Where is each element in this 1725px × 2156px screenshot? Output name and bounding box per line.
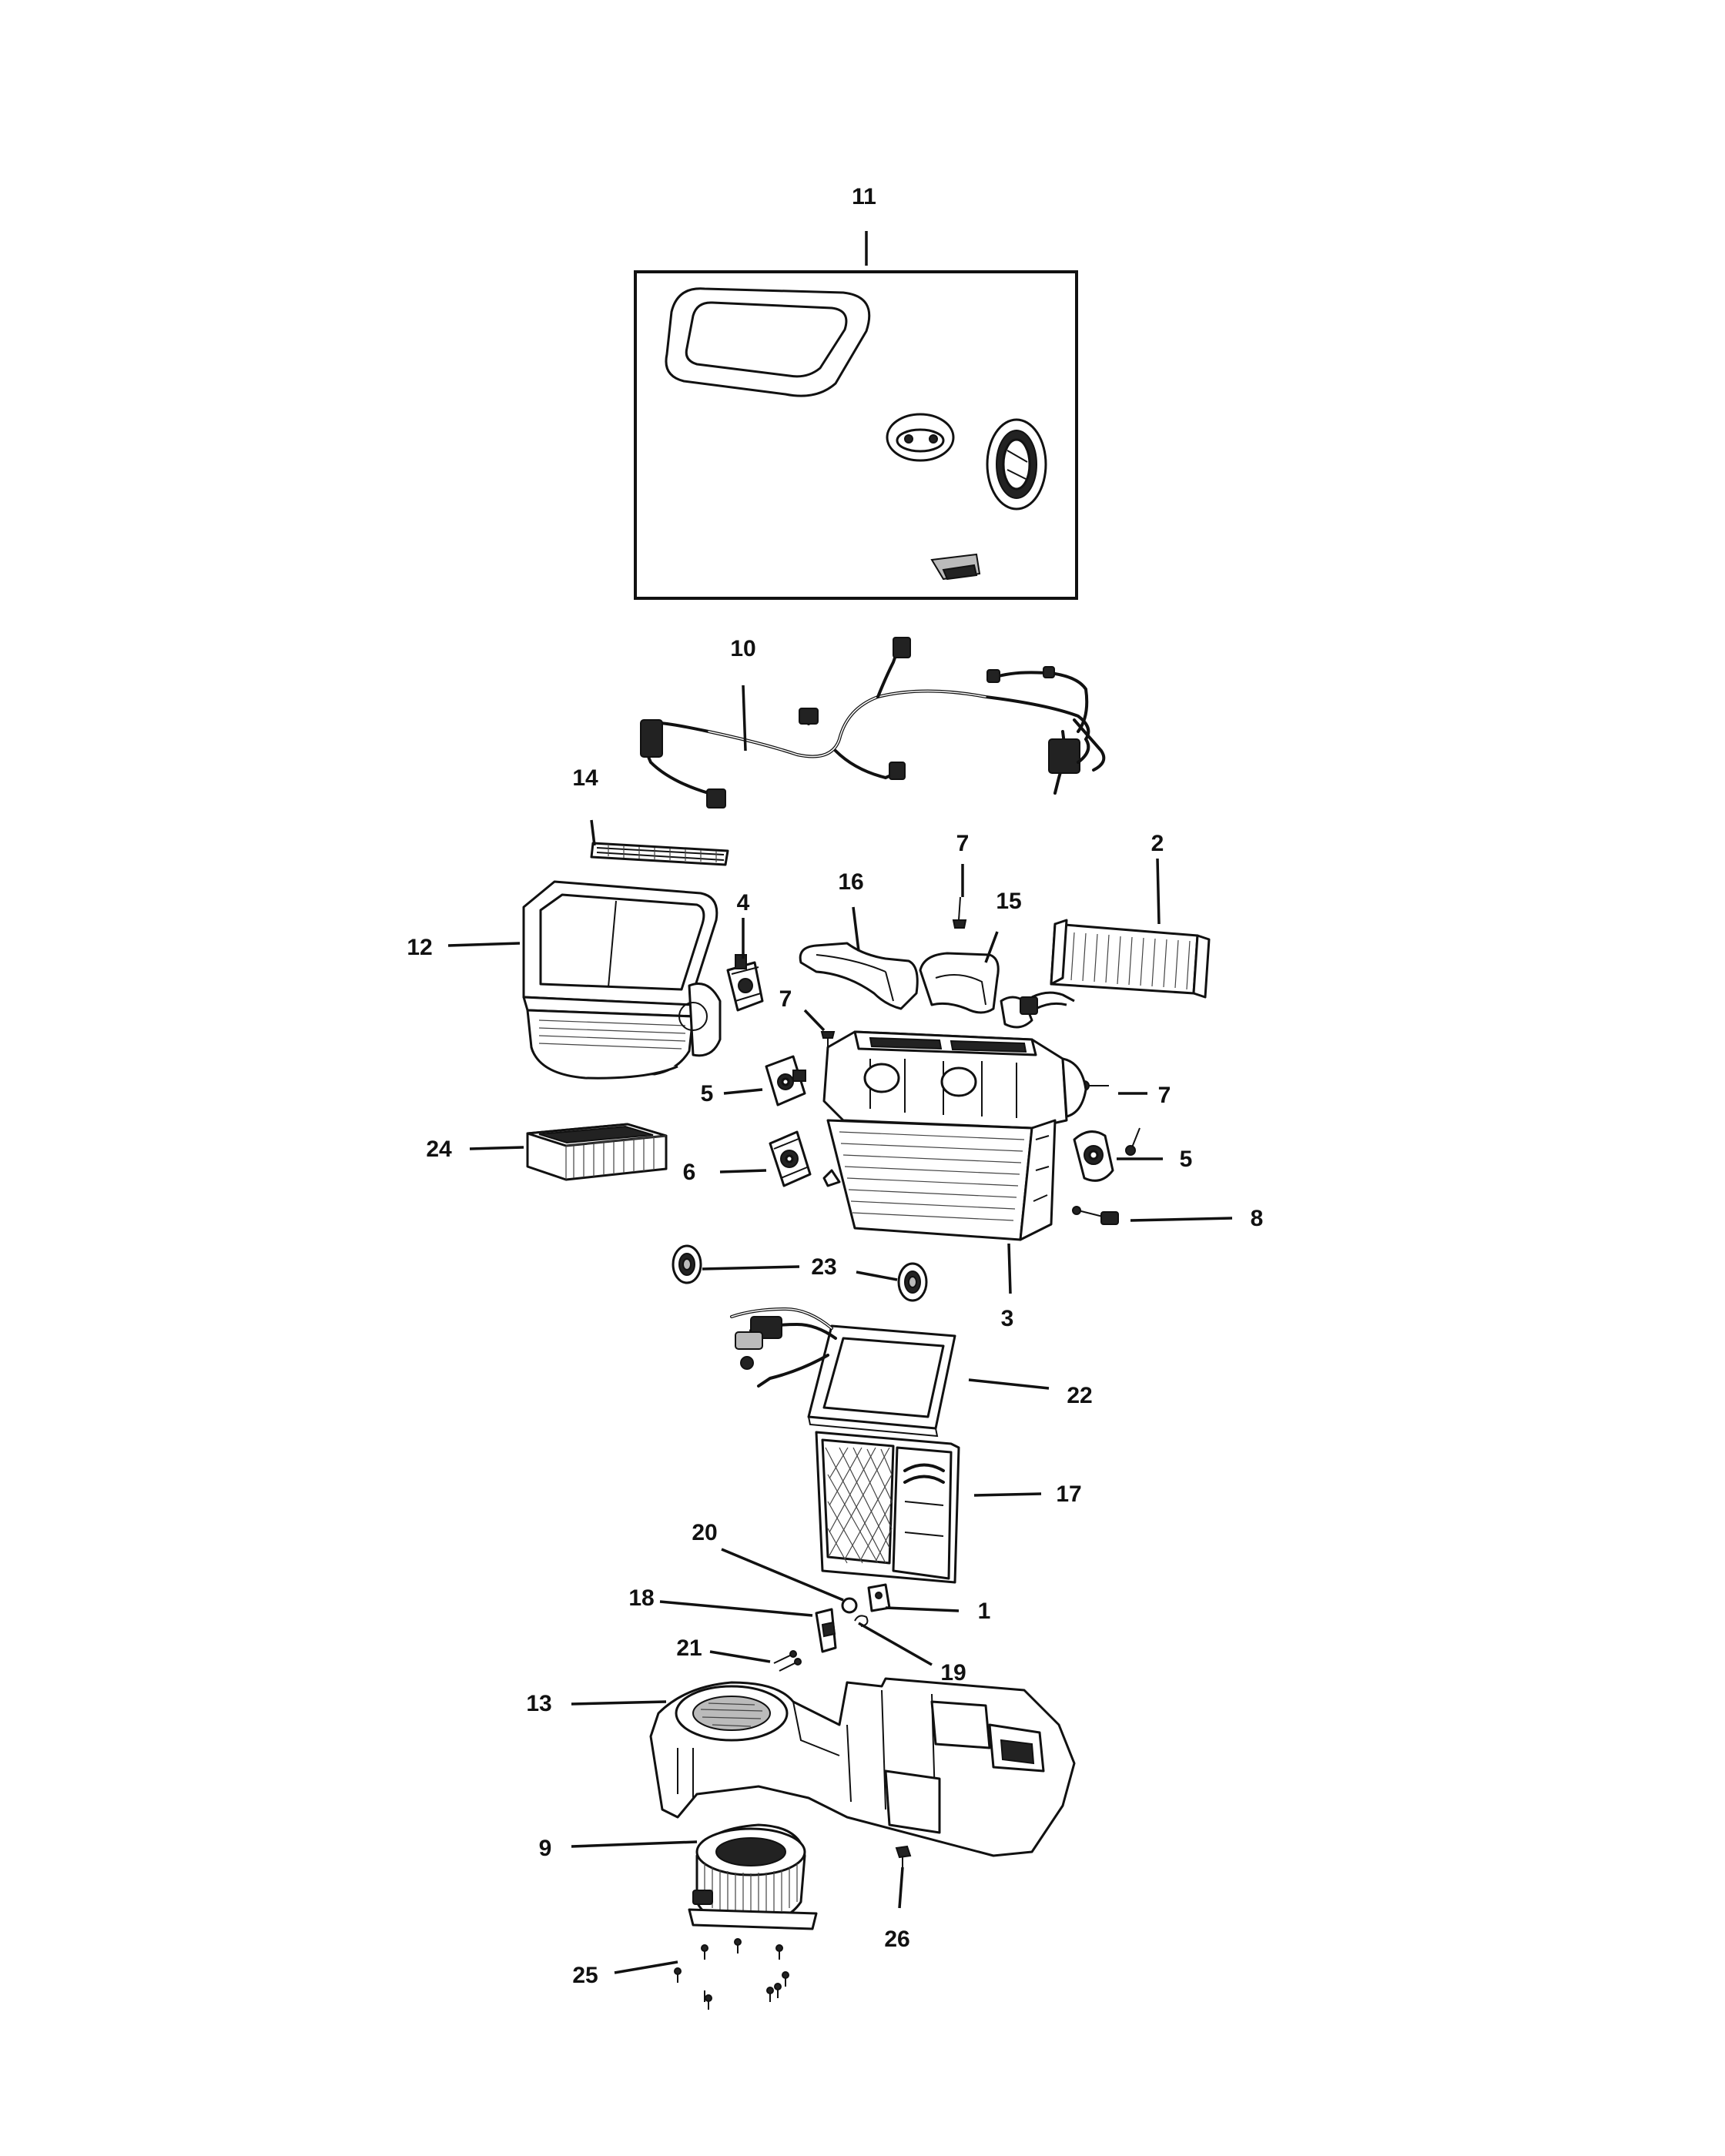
part-12-air-inlet-housing[interactable] (522, 880, 722, 1080)
callout-12: 12 (407, 935, 432, 960)
part-10-wire-harness[interactable] (640, 637, 1106, 808)
part-22-heater-core-tubes[interactable] (730, 1307, 956, 1438)
part-21-screws[interactable] (773, 1650, 802, 1672)
callout-6: 6 (683, 1160, 696, 1185)
part-5-blend-door-actuator-left[interactable] (765, 1055, 806, 1106)
callout-24: 24 (426, 1137, 452, 1162)
part-6-recirculation-actuator[interactable] (769, 1130, 812, 1187)
part-17-evaporator[interactable] (815, 1431, 960, 1584)
callout-21: 21 (676, 1635, 702, 1661)
callout-labels: 11 10 14 12 4 16 7 15 2 7 5 24 6 7 5 8 3… (407, 184, 1263, 1988)
part-5-blend-door-actuator-right[interactable] (1073, 1130, 1114, 1182)
callout-7-right: 7 (1158, 1083, 1171, 1108)
part-7-screw-top[interactable] (952, 896, 967, 929)
part-2-heater-core[interactable] (1020, 919, 1211, 1015)
callout-13: 13 (526, 1691, 551, 1716)
callout-2: 2 (1151, 831, 1164, 856)
part-13-lower-housing[interactable] (649, 1677, 1076, 1857)
part-25-screw-set[interactable] (674, 1938, 789, 2010)
callout-7-left: 7 (779, 986, 792, 1012)
part-23-grommet-right[interactable] (897, 1262, 928, 1302)
callout-9: 9 (539, 1836, 552, 1861)
part-26-bolt[interactable] (895, 1845, 912, 1867)
callout-5-right: 5 (1180, 1147, 1193, 1172)
part-15-duct-right[interactable] (919, 952, 1033, 1029)
callout-8: 8 (1251, 1206, 1264, 1231)
part-19-clip[interactable] (854, 1615, 869, 1627)
callout-18: 18 (628, 1585, 654, 1611)
part-7-screw-right-2[interactable] (1125, 1127, 1141, 1156)
callout-11: 11 (852, 184, 876, 209)
callout-14: 14 (572, 765, 598, 791)
part-18-drain-bracket[interactable] (815, 1608, 837, 1653)
part-11-seal-kit[interactable] (634, 270, 1078, 600)
callout-23: 23 (811, 1254, 836, 1280)
callout-17: 17 (1056, 1481, 1081, 1507)
callout-15: 15 (996, 889, 1021, 914)
part-20-o-ring[interactable] (841, 1597, 858, 1614)
callout-3: 3 (1001, 1306, 1014, 1331)
callout-1: 1 (978, 1599, 991, 1624)
callout-5-left: 5 (701, 1081, 714, 1106)
callout-10: 10 (730, 636, 755, 661)
callout-16: 16 (838, 869, 863, 895)
callout-25: 25 (572, 1963, 598, 1988)
part-8-temperature-sensor[interactable] (1072, 1206, 1119, 1225)
callout-4: 4 (737, 890, 750, 916)
callout-7-top: 7 (956, 831, 970, 856)
part-14-seal-strip[interactable] (590, 842, 729, 866)
part-4-mode-door-actuator[interactable] (726, 954, 764, 1012)
leader-lines (447, 231, 1233, 1974)
part-16-duct-left[interactable] (799, 942, 919, 1010)
part-23-grommet-left[interactable] (672, 1244, 702, 1284)
callout-19: 19 (940, 1660, 966, 1686)
part-9-blower-motor[interactable] (688, 1823, 818, 1930)
part-24-cabin-air-filter[interactable] (526, 1123, 668, 1181)
part-3-hvac-housing[interactable] (822, 1030, 1087, 1241)
callout-22: 22 (1067, 1383, 1092, 1408)
callout-20: 20 (692, 1520, 717, 1545)
callout-26: 26 (884, 1927, 909, 1952)
